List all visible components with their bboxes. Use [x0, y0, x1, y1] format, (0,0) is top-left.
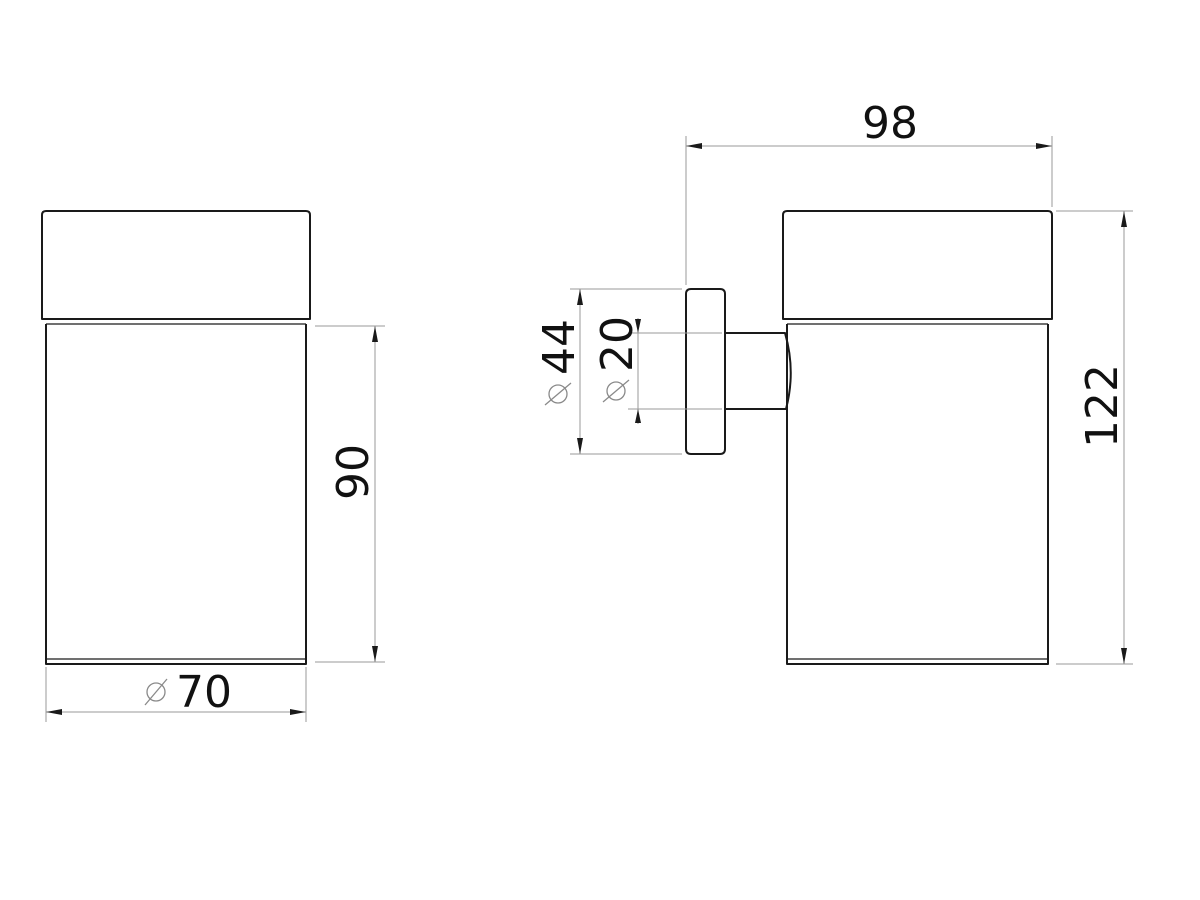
dimension-text-overall-depth: 98 — [862, 98, 918, 149]
front-cup-rim — [41, 210, 311, 320]
diameter-symbol — [144, 678, 168, 706]
dimension-text-flange-diameter: 44 — [534, 319, 585, 375]
arrow-head — [635, 409, 641, 423]
arrow-head — [1121, 211, 1127, 227]
arrow-head — [290, 709, 306, 715]
dimension-cup-diameter: 70 — [45, 667, 307, 722]
arrow-head — [372, 646, 378, 662]
arrow-head — [372, 326, 378, 342]
arrow-head — [46, 709, 62, 715]
dimension-overall-depth: 98 — [685, 98, 1053, 285]
diameter-symbol — [544, 382, 572, 406]
front-cup-body — [45, 324, 307, 665]
dimension-arm-diameter: 20 — [592, 316, 722, 424]
dimension-flange-diameter: 44 — [534, 288, 682, 455]
arrow-head — [577, 289, 583, 305]
dimension-overall-height: 122 — [1056, 210, 1133, 665]
side-cup-rim — [782, 210, 1053, 320]
dimension-text-overall-height: 122 — [1077, 364, 1128, 448]
front-view — [41, 210, 311, 665]
side-cup-body — [786, 324, 1049, 665]
arrow-head — [635, 319, 641, 333]
side-wall-flange — [685, 288, 726, 455]
arrow-head — [686, 143, 702, 149]
arrow-head — [577, 438, 583, 454]
dimension-text-cup-body-height: 90 — [328, 444, 379, 500]
arrow-head — [1036, 143, 1052, 149]
diameter-symbol — [602, 379, 630, 403]
dimension-text-arm-diameter: 20 — [592, 316, 643, 372]
side-view — [685, 210, 1053, 665]
side-arm — [725, 332, 792, 410]
arrow-head — [1121, 648, 1127, 664]
dimension-cup-body-height: 90 — [315, 325, 385, 663]
dimension-text-cup-diameter: 70 — [176, 667, 232, 718]
